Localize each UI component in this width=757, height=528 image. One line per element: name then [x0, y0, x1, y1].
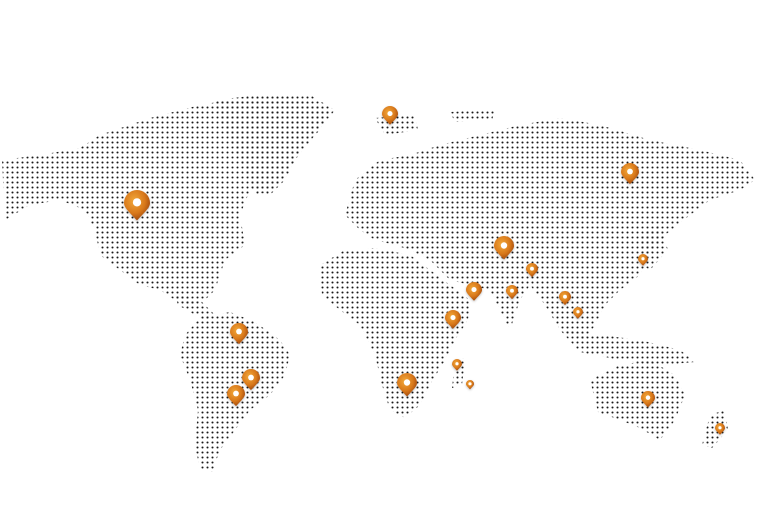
landmass-arctic-islands [375, 115, 418, 135]
marker-myanmar[interactable] [445, 310, 461, 329]
marker-china[interactable] [494, 236, 514, 260]
marker-india[interactable] [506, 285, 518, 300]
landmass-australia [590, 360, 685, 440]
pin-center-dot [563, 294, 567, 299]
marker-greenland-svalbard[interactable] [382, 106, 398, 125]
landmass-new-zealand [702, 410, 728, 448]
pin-center-dot [403, 379, 411, 386]
pin-center-dot [530, 266, 534, 271]
landmass-greenland [215, 95, 335, 195]
marker-colombia[interactable] [230, 323, 248, 345]
pin-center-dot [645, 395, 651, 400]
marker-russia-east[interactable] [621, 163, 639, 185]
marker-brazil[interactable] [242, 369, 260, 391]
marker-japan[interactable] [573, 307, 583, 319]
pin-center-dot [233, 390, 239, 397]
landmass-eurasia [345, 118, 755, 340]
landmass-africa [320, 248, 470, 418]
marker-madagascar-2[interactable] [466, 380, 474, 390]
marker-paraguay[interactable] [227, 385, 245, 407]
pin-center-dot [576, 310, 580, 314]
marker-east-africa[interactable] [638, 254, 648, 266]
landmass-central-america [175, 295, 215, 320]
pin-center-dot [718, 426, 722, 430]
marker-madagascar-1[interactable] [452, 359, 462, 371]
pin-center-dot [455, 362, 459, 366]
pin-center-dot [471, 287, 477, 293]
marker-australia[interactable] [641, 391, 655, 408]
marker-south-africa[interactable] [397, 373, 417, 397]
landmass-southeast-asia-islands [560, 330, 695, 365]
pin-center-dot [236, 328, 242, 335]
pin-center-dot [248, 374, 254, 381]
pin-center-dot [627, 168, 633, 175]
landmass-svalbard [450, 110, 495, 122]
marker-vietnam[interactable] [559, 291, 571, 306]
pin-center-dot [641, 257, 645, 261]
pin-center-dot [510, 288, 514, 293]
pin-center-dot [468, 382, 472, 386]
marker-iran[interactable] [466, 282, 482, 301]
pin-center-dot [132, 198, 142, 207]
land-masses [2, 95, 755, 472]
marker-canada[interactable] [124, 190, 150, 221]
pin-center-dot [387, 111, 393, 117]
pin-center-dot [500, 242, 508, 249]
marker-nepal[interactable] [526, 263, 538, 278]
pin-center-dot [450, 315, 456, 321]
marker-new-zealand[interactable] [715, 423, 725, 435]
location-markers [124, 106, 725, 435]
